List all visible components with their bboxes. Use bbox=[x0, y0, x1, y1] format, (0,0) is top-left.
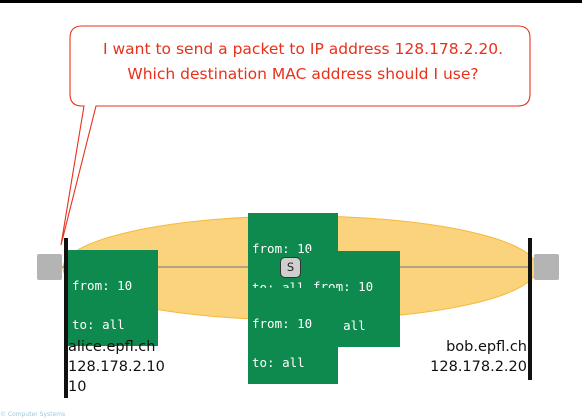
alice-hostname: alice.epfl.ch bbox=[68, 339, 156, 355]
bob-host-label: bob.epfl.ch 128.178.2.20 bbox=[380, 337, 527, 377]
broadcast-message-bottom: from: 10 to: all bbox=[248, 288, 338, 384]
alice-host-label: alice.epfl.ch 128.178.2.10 10 bbox=[68, 337, 165, 397]
speech-line-2: Which destination MAC address should I u… bbox=[127, 65, 479, 83]
bob-nic-icon bbox=[534, 254, 559, 280]
speech-bubble bbox=[60, 25, 531, 246]
bob-ip: 128.178.2.20 bbox=[430, 359, 527, 375]
message-from: from: 10 bbox=[72, 278, 133, 293]
bob-host-bar bbox=[528, 238, 532, 380]
broadcast-message-alice: from: 10 to: all bbox=[68, 250, 158, 346]
speech-line-1: I want to send a packet to IP address 12… bbox=[102, 40, 504, 58]
message-from: from: 10 bbox=[252, 316, 313, 331]
alice-mac: 10 bbox=[68, 379, 87, 395]
speech-bubble-text: I want to send a packet to IP address 12… bbox=[76, 37, 530, 87]
message-to: to: all bbox=[72, 317, 125, 332]
alice-nic-icon bbox=[37, 254, 62, 280]
bob-hostname: bob.epfl.ch bbox=[446, 339, 527, 355]
switch-icon: S bbox=[280, 257, 301, 278]
message-to: to: all bbox=[252, 355, 305, 370]
alice-ip: 128.178.2.10 bbox=[68, 359, 165, 375]
message-from: from: 10 bbox=[252, 241, 313, 256]
alice-host-bar bbox=[64, 238, 68, 398]
top-border bbox=[0, 0, 582, 3]
footer-text: © Computer Systems bbox=[0, 411, 66, 418]
